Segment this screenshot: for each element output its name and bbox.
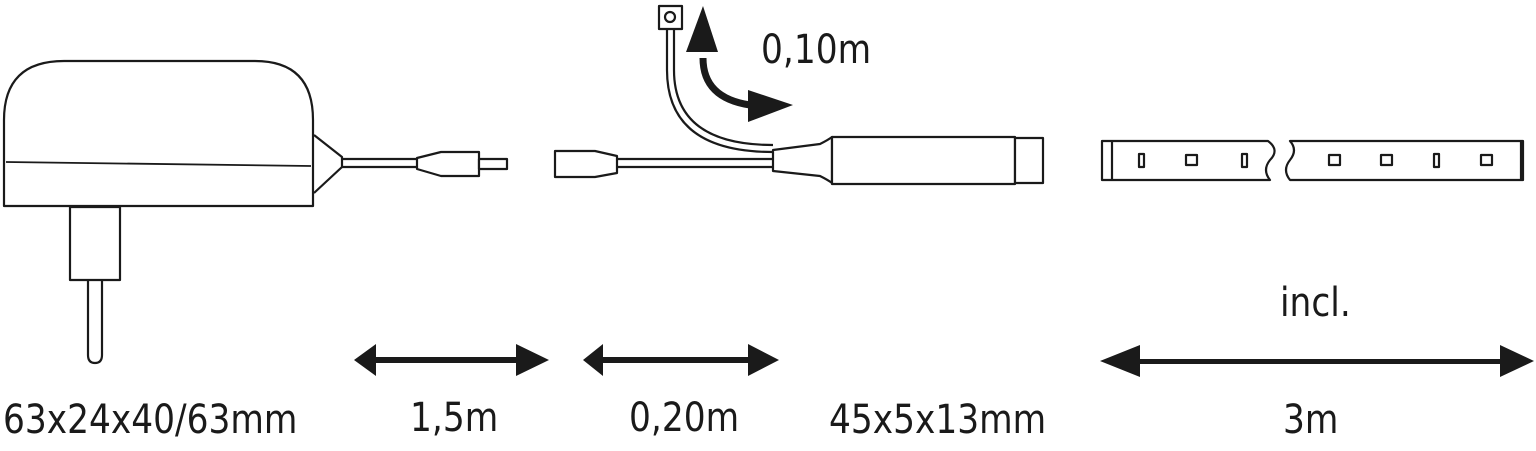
dc-socket-icon bbox=[553, 149, 773, 179]
rotate-arrow-icon bbox=[686, 6, 793, 122]
sensor-icon bbox=[657, 4, 774, 154]
strip-length-label: 3m bbox=[1283, 397, 1339, 443]
strip-included-label: incl. bbox=[1280, 280, 1351, 326]
power-adapter-icon bbox=[2, 59, 344, 365]
controller-dimensions-label: 45x5x13mm bbox=[829, 397, 1047, 443]
dimension-arrow-strip bbox=[1100, 345, 1534, 377]
cable-length-label: 1,5m bbox=[410, 395, 499, 441]
sensor-cable-length-label: 0,10m bbox=[761, 27, 872, 73]
adapter-dimensions-label: 63x24x40/63mm bbox=[3, 397, 298, 443]
led-strip-icon bbox=[1100, 139, 1525, 182]
dimension-arrow-cable bbox=[354, 344, 549, 376]
dc-plug-icon bbox=[342, 150, 509, 178]
extension-length-label: 0,20m bbox=[629, 395, 740, 441]
dimension-arrow-extension bbox=[583, 344, 779, 376]
controller-icon bbox=[771, 135, 1045, 186]
